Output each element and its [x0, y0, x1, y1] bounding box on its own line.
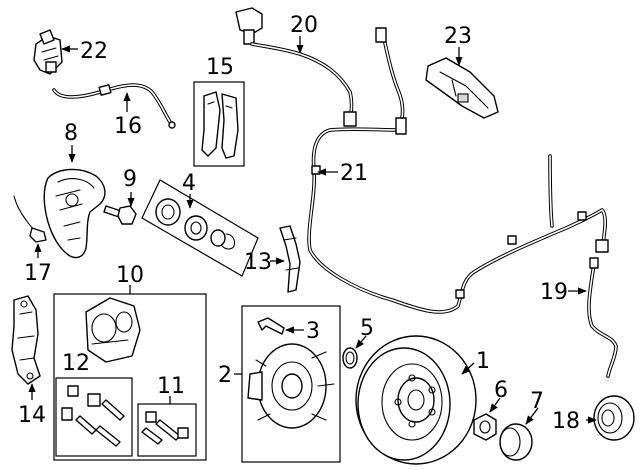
part-8-dust-shield[interactable] [43, 168, 106, 259]
part-21-brake-line[interactable] [307, 27, 609, 314]
part-19-hose[interactable] [587, 257, 618, 378]
callout-5: 5 [360, 316, 374, 341]
part-23-bracket[interactable] [425, 57, 499, 119]
callout-1: 1 [476, 349, 490, 374]
callout-9: 9 [123, 167, 137, 192]
callout-20: 20 [290, 13, 318, 38]
part-5-seal[interactable] [342, 347, 358, 369]
leader-1 [461, 362, 475, 375]
part-16-hose[interactable] [52, 83, 176, 129]
part-22-sensor[interactable] [33, 29, 63, 75]
callout-17: 17 [24, 261, 52, 286]
part-11-bolt-kit[interactable] [137, 403, 197, 457]
part-6-hub-nut[interactable] [473, 413, 497, 441]
part-17-wear-sensor[interactable] [13, 195, 47, 243]
callout-11: 11 [157, 374, 185, 399]
part-1-brake-rotor[interactable] [355, 335, 477, 465]
part-12-pin-kit[interactable] [55, 377, 133, 457]
leader-5 [355, 335, 367, 349]
callout-15: 15 [206, 55, 234, 80]
callout-8: 8 [64, 121, 78, 146]
leader-7 [525, 407, 539, 425]
part-9-bolt[interactable] [103, 205, 137, 225]
callout-4: 4 [182, 171, 196, 196]
callout-7: 7 [530, 389, 544, 414]
part-18-seal[interactable] [593, 395, 635, 441]
callout-6: 6 [494, 378, 508, 403]
callout-12: 12 [62, 351, 90, 376]
callout-23: 23 [444, 24, 472, 49]
callout-22: 22 [80, 39, 108, 64]
callout-19: 19 [540, 280, 568, 305]
callout-13: 13 [244, 250, 272, 275]
part-7-dust-cap[interactable] [499, 423, 533, 461]
callout-3: 3 [306, 319, 320, 344]
callout-16: 16 [114, 114, 142, 139]
callout-14: 14 [18, 403, 46, 428]
callout-21: 21 [340, 161, 368, 186]
leader-6 [489, 397, 501, 413]
part-4-bearing-kit[interactable] [141, 179, 259, 277]
part-14-bracket[interactable] [11, 295, 41, 385]
callout-10: 10 [116, 263, 144, 288]
part-15-brake-pads[interactable] [193, 81, 245, 167]
part-2-hub-assembly[interactable] [241, 305, 341, 463]
part-13-clip[interactable] [279, 225, 301, 293]
part-20-abs-harness[interactable] [235, 7, 357, 127]
callout-2: 2 [218, 363, 232, 388]
callout-18: 18 [552, 409, 580, 434]
